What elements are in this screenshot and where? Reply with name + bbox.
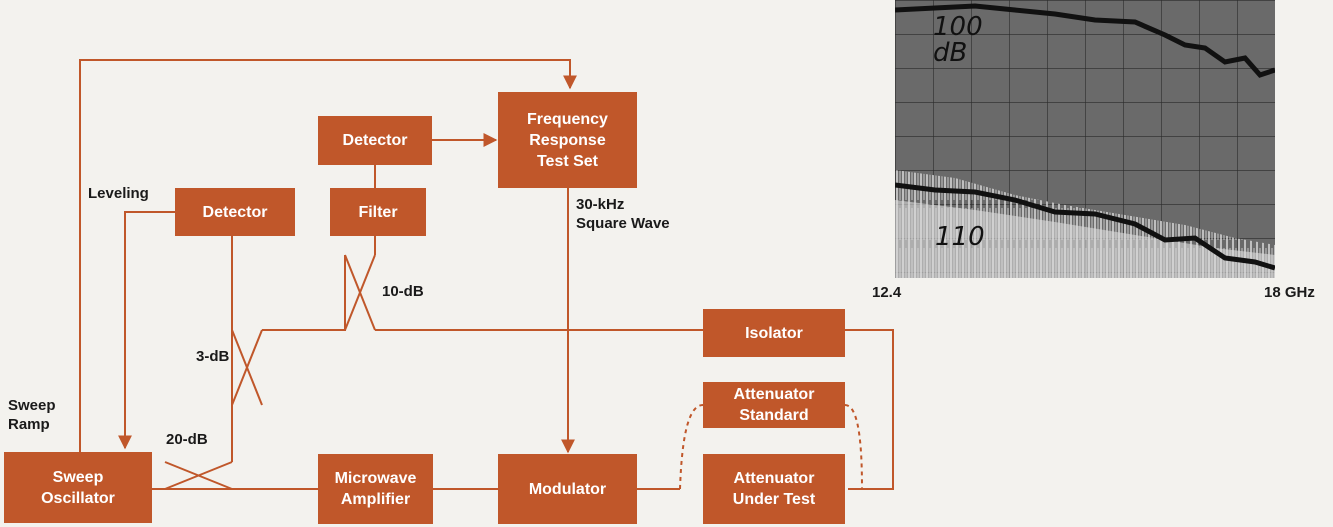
isolator-block: Isolator [703,309,845,357]
filter-block: Filter [330,188,426,236]
coupler-20db-label: 20-dB [166,430,208,449]
sweep-oscillator-block: Sweep Oscillator [4,452,152,523]
leveling-line [125,212,175,448]
leveling-detector-block: Detector [175,188,295,236]
standard-swap-right [845,405,862,489]
square-wave-label: 30-kHz Square Wave [576,195,670,233]
detector-block: Detector [318,116,432,165]
coupler-10db-label: 10-dB [382,282,424,301]
frequency-response-test-set-block: Frequency Response Test Set [498,92,637,188]
3db-10db-line [262,255,345,330]
coupler-3db-label: 3-dB [196,347,229,366]
sweep-ramp-label: Sweep Ramp [8,396,56,434]
x-axis-end-label: 18 GHz [1264,284,1315,301]
modulator-block: Modulator [498,454,637,524]
leveling-label: Leveling [88,184,149,203]
oscilloscope-display-photo: 100 dB 110 [895,0,1275,278]
attenuator-standard-block: Attenuator Standard [703,382,845,428]
x-axis-start-label: 12.4 [872,284,901,301]
attenuator-under-test-block: Attenuator Under Test [703,454,845,524]
handwritten-bottom-value: 110 [935,222,985,252]
handwritten-top-value: 100 dB [933,14,983,66]
standard-swap-left [680,405,703,489]
microwave-amplifier-block: Microwave Amplifier [318,454,433,524]
